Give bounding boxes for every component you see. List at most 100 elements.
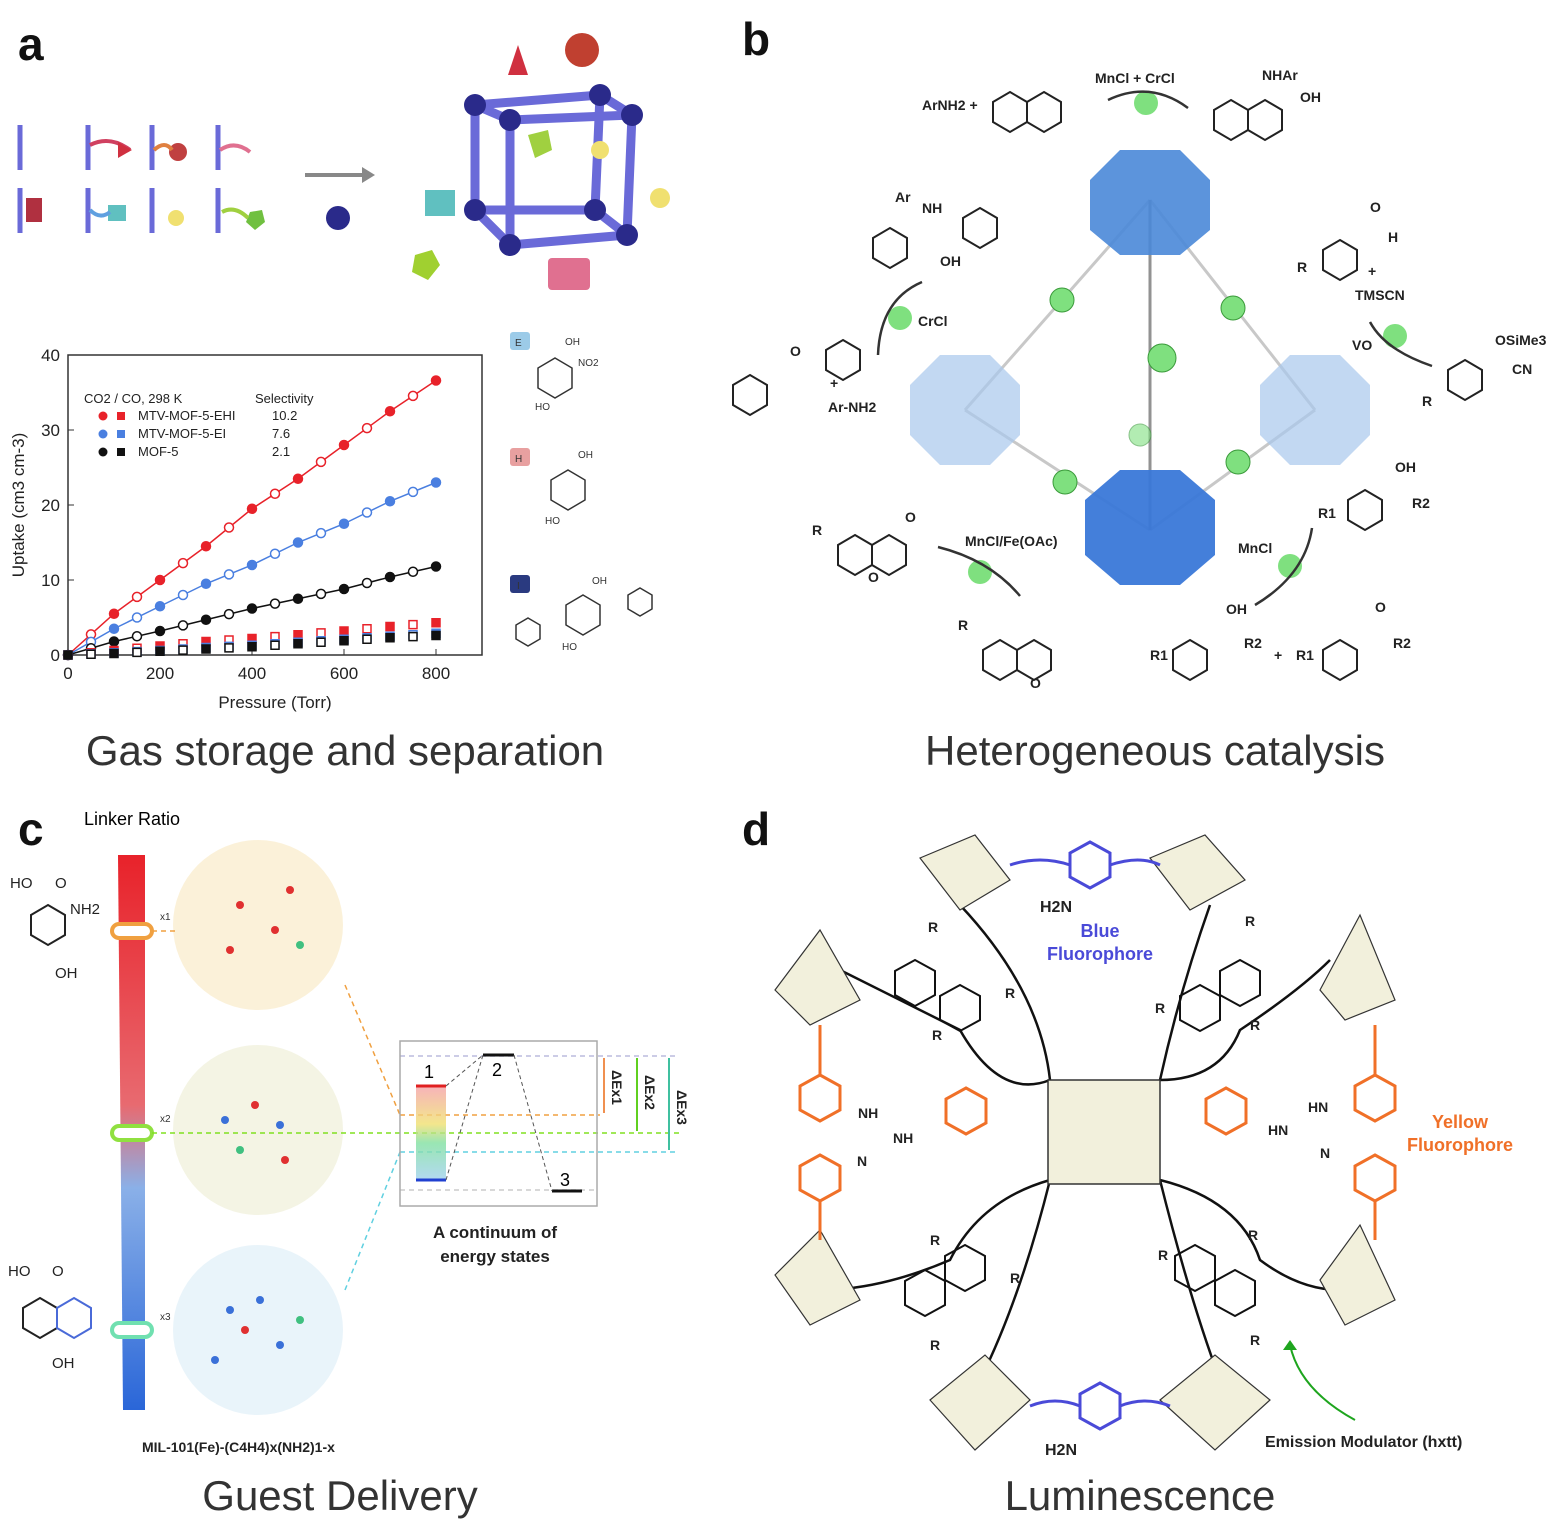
x-tick-label: 200 [146,664,174,683]
ratio-x2: x2 [160,1114,171,1125]
data-point [407,390,419,402]
data-point [247,642,257,652]
data-point [315,588,327,600]
label: O [905,509,916,525]
chem-ho: HO [535,402,550,413]
delta-e-x3: ΔEx3 [674,1090,690,1125]
data-point [131,612,143,623]
linker-ratio-label: Linker Ratio [84,809,180,829]
chem-no2: NO2 [578,358,599,369]
label: R1 [1150,647,1168,663]
data-point [431,618,441,628]
label: R [1297,259,1307,275]
energy-caption-line1: A continuum of [433,1223,557,1242]
data-point [361,507,373,518]
legend-title: CO2 / CO, 298 K [84,391,183,406]
data-point [430,375,442,386]
chem-ho-i: HO [562,642,577,653]
legend-selectivity: 10.2 [272,408,297,423]
legend-circle-marker [98,447,108,457]
linker-amino-terephthalate: HO O NH2 OH [10,875,100,982]
label: HN [1268,1122,1288,1138]
panel-label-b: b [742,13,770,65]
functional-groups [26,139,265,230]
data-point [315,527,327,539]
data-point [269,488,281,499]
panel-label-c: c [18,803,44,855]
panel-label-a: a [18,18,44,70]
sbu-bottom [1085,470,1215,585]
r-label: R [930,1232,940,1248]
legend-col-header: Selectivity [255,391,314,406]
data-point [178,645,188,655]
data-point [362,634,372,644]
reaction-labels: ArNH2 + MnCl + CrCl NHAr OH Ar NH OH CrC… [790,67,1547,691]
data-point [361,577,373,589]
label: O [1370,199,1381,215]
data-point [430,561,442,572]
label: NH [893,1130,913,1146]
sbu-right [1260,355,1370,465]
sbu-left [910,355,1020,465]
x-tick-label: 400 [238,664,266,683]
r-label: R [1250,1332,1260,1348]
panel-label-d: d [742,803,770,855]
data-point [269,598,281,609]
data-point [430,477,442,488]
chem-oh-h: OH [578,450,593,461]
data-point [338,583,350,595]
r-label: R [928,919,938,935]
label: R2 [1244,635,1262,651]
h2n-top: H2N [1040,899,1072,916]
data-point [177,589,189,601]
linker-structures: E H I OH NO2 HO OH HO OH HO [510,332,653,653]
data-point [270,640,280,650]
r-label: R [1248,1227,1258,1243]
label: NH2 [70,901,100,918]
label: OH [1226,601,1247,617]
yellow-fluorophore-line2: Fluorophore [1407,1135,1513,1155]
data-point [200,541,212,552]
emission-modulator-label: Emission Modulator (hxtt) [1265,1434,1462,1451]
data-point [108,636,120,647]
x-axis-label: Pressure (Torr) [218,693,331,712]
label: HN [1308,1099,1328,1115]
molecule-rings [732,90,1483,682]
data-point [407,486,419,498]
data-point [384,496,396,507]
data-point [292,593,304,604]
data-point [132,647,142,658]
badge-e: E [515,338,522,349]
label: R [1422,393,1432,409]
r-label: R [1155,1000,1165,1016]
label: R1 [1318,505,1336,521]
mof-cage [910,150,1370,585]
x-tick-label: 0 [63,664,72,683]
r-label: R [1245,913,1255,929]
y-tick-label: 10 [41,571,60,590]
y-tick-label: 20 [41,496,60,515]
data-point [63,650,73,660]
label: Ar [895,189,911,205]
mtv-mof-cube [470,90,637,250]
data-point [155,646,165,656]
data-point [223,608,235,620]
data-point [223,569,235,580]
y-axis-label: Uptake (cm3 cm-3) [9,433,28,578]
panel-a: a [9,18,670,774]
label: Ar-NH2 [828,399,876,415]
label: R1 [1296,647,1314,663]
r-label: R [930,1337,940,1353]
data-point [408,619,418,630]
label: R [958,617,968,633]
label: R [812,522,822,538]
chem-ho-h: HO [545,516,560,527]
label: O [868,569,879,585]
chem-oh-i: OH [592,576,607,587]
legend-square-marker [117,448,125,456]
data-point [177,620,189,631]
label: HO [8,1263,31,1280]
label: + [1274,647,1282,663]
